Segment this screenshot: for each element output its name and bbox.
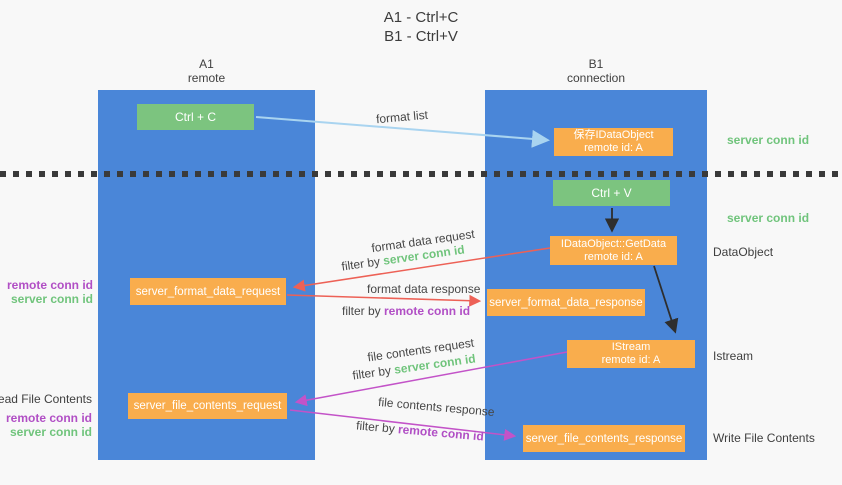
label-format-list: format list [375, 107, 429, 127]
label-remote-conn-id-format: remote conn id [6, 278, 93, 292]
diagram-title: A1 - Ctrl+C B1 - Ctrl+V [0, 8, 842, 46]
node-getdata-line1: IDataObject::GetData [560, 237, 667, 250]
label-server-conn-id-mid: server conn id [727, 211, 810, 225]
node-ctrl-v-label: Ctrl + V [591, 186, 632, 200]
node-save-dataobject: 保存IDataObject remote id: A [554, 128, 673, 156]
node-save-dataobject-line1: 保存IDataObject [573, 129, 654, 141]
label-format-data-response: format data response [367, 282, 481, 296]
remote-conn-id-text: remote conn id [384, 304, 471, 318]
column-header-a1: A1 remote [98, 57, 315, 85]
node-ctrl-v: Ctrl + V [553, 180, 670, 206]
filter-by-text: filter by [342, 304, 385, 318]
label-filter-remote-format: filter by remote conn id [342, 304, 470, 318]
column-b1-name: B1 [588, 57, 604, 71]
remote-conn-id-text: remote conn id [397, 422, 485, 444]
node-server-format-data-request: server_format_data_request [130, 278, 286, 305]
label-server-conn-id-format: server conn id [10, 292, 93, 306]
label-server-conn-id-file: server conn id [9, 425, 92, 439]
node-server-file-contents-request: server_file_contents_request [128, 393, 287, 419]
filter-by-text: filter by [340, 253, 385, 274]
node-server-format-data-response: server_format_data_response [487, 289, 645, 316]
label-remote-conn-id-file: remote conn id [5, 411, 92, 425]
node-getdata-line2: remote id: A [584, 250, 643, 263]
node-istream-line1: IStream [611, 341, 651, 353]
node-istream: IStream remote id: A [567, 340, 695, 368]
column-b1-subtitle: connection [566, 71, 626, 85]
node-server-format-data-response-label: server_format_data_response [489, 296, 643, 309]
label-server-conn-id-top: server conn id [727, 133, 810, 147]
column-a1-subtitle: remote [187, 71, 226, 85]
label-filter-remote-file: filter by remote conn id [356, 418, 485, 443]
label-dataobject: DataObject [713, 245, 774, 259]
node-ctrl-c: Ctrl + C [137, 104, 254, 130]
node-server-file-contents-response-label: server_file_contents_response [525, 432, 683, 445]
node-ctrl-c-label: Ctrl + C [174, 110, 216, 124]
label-write-file-contents: Write File Contents [713, 431, 815, 445]
filter-by-text: filter by [351, 362, 396, 383]
column-a1-name: A1 [199, 57, 214, 71]
label-group-file-conn-ids: Read File Contents remote conn id server… [0, 392, 92, 439]
label-read-file-contents: Read File Contents [0, 392, 92, 406]
node-server-file-contents-response: server_file_contents_response [523, 425, 685, 452]
column-header-b1: B1 connection [485, 57, 707, 85]
label-file-contents-response: file contents response [377, 394, 496, 420]
title-line-2: B1 - Ctrl+V [384, 28, 458, 45]
node-server-format-data-request-label: server_format_data_request [135, 285, 281, 298]
filter-by-text: filter by [355, 418, 399, 437]
node-server-file-contents-request-label: server_file_contents_request [133, 400, 282, 412]
node-istream-line2: remote id: A [601, 354, 661, 366]
node-save-dataobject-line2: remote id: A [584, 142, 643, 154]
node-getdata: IDataObject::GetData remote id: A [550, 236, 677, 265]
label-group-format-conn-ids: remote conn id server conn id [0, 278, 93, 306]
title-line-1: A1 - Ctrl+C [383, 9, 459, 26]
label-istream-side: Istream [713, 349, 754, 363]
